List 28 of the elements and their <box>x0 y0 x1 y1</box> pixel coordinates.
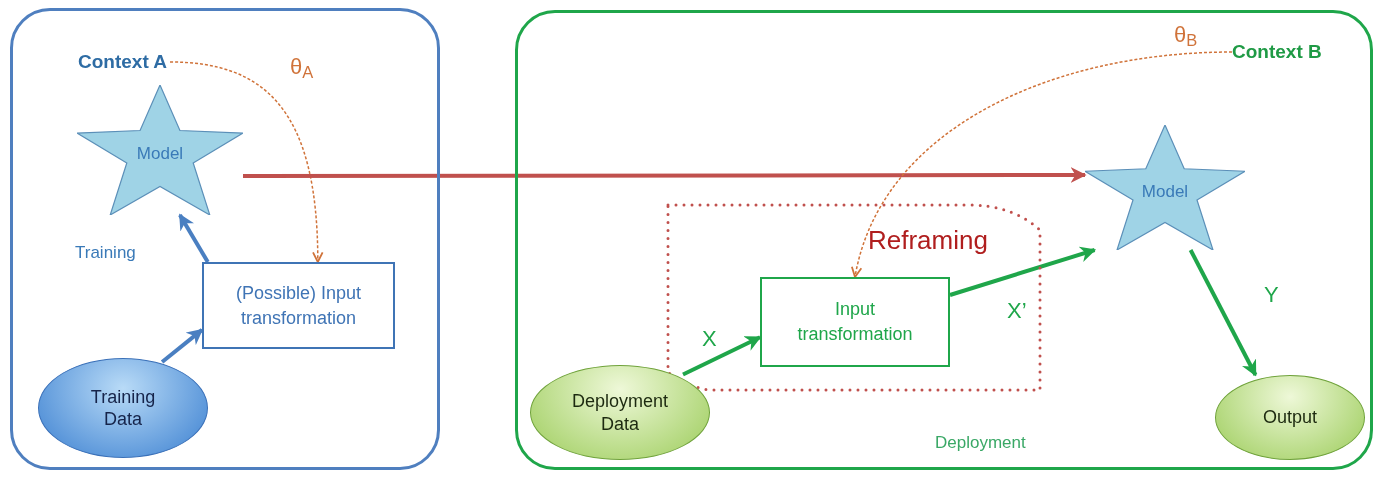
context-panel <box>10 8 440 470</box>
arrow <box>160 328 204 364</box>
stage-label: Deployment <box>935 432 1026 454</box>
model-star: Model <box>1085 125 1245 250</box>
edge-label: θ$_{B}$ <box>1173 24 1199 46</box>
region-title: Reframing <box>868 224 988 257</box>
edge-label: θ$_{A}$ <box>289 56 315 78</box>
arrow <box>178 213 210 264</box>
arrow <box>851 51 1233 278</box>
context-heading: Context A <box>78 50 170 74</box>
data-ellipse: Training Data <box>38 358 208 458</box>
edge-label: Y <box>1263 284 1280 306</box>
arrow <box>1188 249 1258 377</box>
data-ellipse: Deployment Data <box>530 365 710 460</box>
reframing-region <box>668 205 1040 390</box>
context-heading: Context B <box>1232 40 1326 64</box>
stage-label: Training <box>75 242 136 264</box>
context-panel <box>515 10 1373 470</box>
output-ellipse: Output <box>1215 375 1365 460</box>
process-box: (Possible) Input transformation <box>202 262 395 349</box>
arrow <box>682 335 762 377</box>
arrow <box>169 61 324 263</box>
edge-label: X’ <box>1006 300 1028 322</box>
edge-label: X <box>701 328 718 350</box>
arrow <box>243 167 1087 183</box>
model-star: Model <box>77 85 243 215</box>
process-box: Input transformation <box>760 277 950 367</box>
arrow <box>949 246 1097 297</box>
